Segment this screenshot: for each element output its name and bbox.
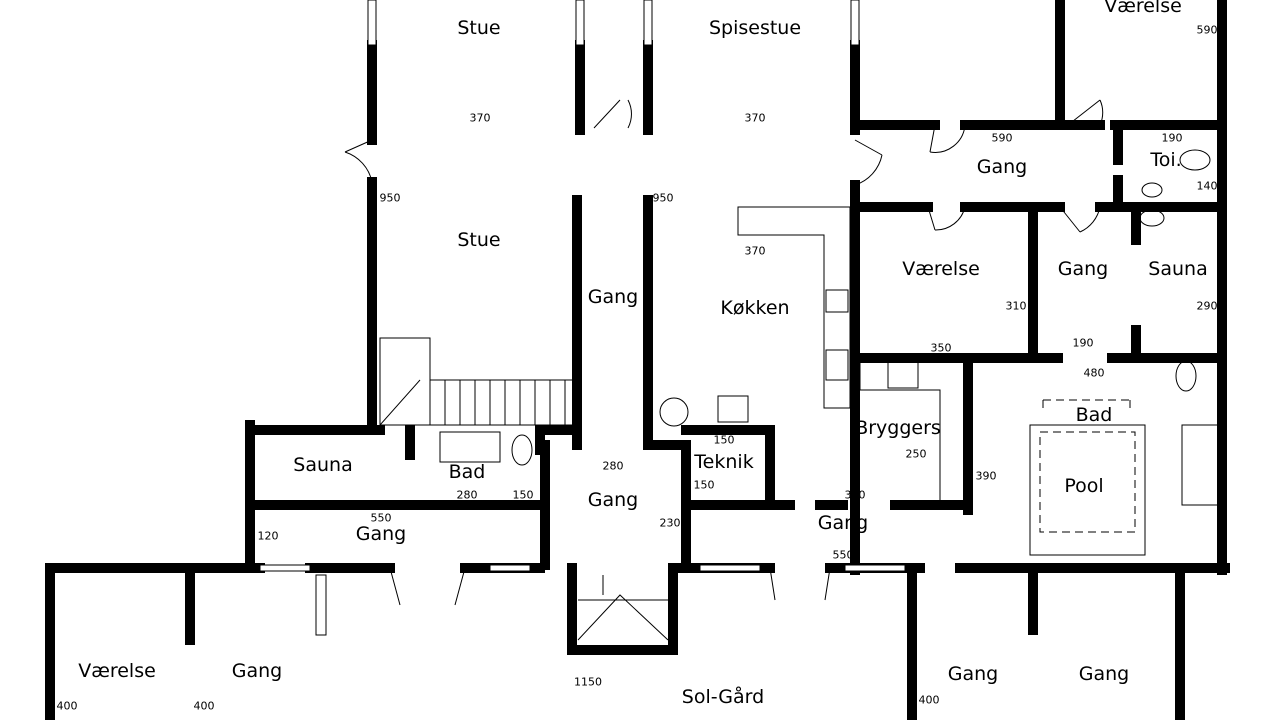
dimension-label: 280	[456, 488, 478, 502]
dimension-label: 590	[1196, 23, 1218, 37]
dimension-label: 230	[659, 516, 681, 530]
room-label-gang: Gang	[1057, 258, 1109, 280]
dimension-label: 1150	[574, 675, 602, 689]
room-label-spisestue: Spisestue	[708, 17, 802, 39]
dimension-label: 120	[257, 529, 279, 543]
windows	[259, 0, 906, 636]
room-label-bryggers: Bryggers	[855, 417, 941, 439]
room-label-vaerelse: Værelse	[78, 660, 156, 682]
doors	[344, 99, 1104, 606]
room-label-gang: Gang	[817, 512, 869, 534]
dimension-label: 250	[905, 447, 927, 461]
room-label-stue-top: Stue	[457, 17, 501, 39]
kitchen-counter	[659, 206, 966, 506]
dimension-label: 140	[1196, 179, 1218, 193]
dimension-label: 550	[832, 548, 854, 562]
dimension-label: 950	[652, 191, 674, 205]
dimension-label: 350	[930, 341, 952, 355]
stairs	[379, 337, 669, 641]
room-label-toilet: Toi.	[1150, 149, 1182, 171]
room-label-gang: Gang	[587, 286, 639, 308]
room-label-kokken: Køkken	[720, 297, 790, 319]
room-label-gang: Gang	[587, 489, 639, 511]
room-label-gang: Gang	[976, 156, 1028, 178]
dimension-label: 550	[370, 511, 392, 525]
dimension-label: 310	[1005, 299, 1027, 313]
dimension-label: 390	[975, 469, 997, 483]
dimension-label: 190	[1072, 336, 1094, 350]
room-label-gang: Gang	[1078, 663, 1130, 685]
dimension-label: 370	[744, 111, 766, 125]
room-label-vaerelse-top: Værelse	[1104, 0, 1182, 17]
room-label-gang: Gang	[231, 660, 283, 682]
fixtures	[439, 149, 1211, 466]
dimension-label: 480	[1083, 366, 1105, 380]
dimension-label: 590	[991, 131, 1013, 145]
room-label-bad: Bad	[448, 461, 486, 483]
room-label-gang: Gang	[947, 663, 999, 685]
room-label-vaerelse: Værelse	[902, 258, 980, 280]
dimension-label: 150	[693, 478, 715, 492]
dimension-label: 370	[469, 111, 491, 125]
room-label-teknik: Teknik	[694, 451, 754, 473]
dimension-label: 150	[713, 433, 735, 447]
room-label-bad: Bad	[1075, 404, 1113, 426]
dimension-label: 400	[918, 693, 940, 707]
room-label-sol-gard: Sol-Gård	[681, 686, 765, 708]
dimension-label: 950	[379, 191, 401, 205]
room-label-sauna: Sauna	[1148, 258, 1208, 280]
room-label-gang: Gang	[355, 523, 407, 545]
dimension-label: 400	[193, 699, 215, 713]
room-label-pool: Pool	[1064, 475, 1104, 497]
dimension-label: 400	[56, 699, 78, 713]
room-label-sauna: Sauna	[293, 454, 353, 476]
dimension-label: 190	[1161, 131, 1183, 145]
dimension-label: 390	[844, 488, 866, 502]
pool	[1029, 399, 1223, 556]
dimension-label: 290	[1196, 299, 1218, 313]
dimension-label: 370	[744, 244, 766, 258]
room-label-stue: Stue	[457, 229, 501, 251]
dimension-label: 280	[602, 459, 624, 473]
dimension-label: 150	[512, 488, 534, 502]
